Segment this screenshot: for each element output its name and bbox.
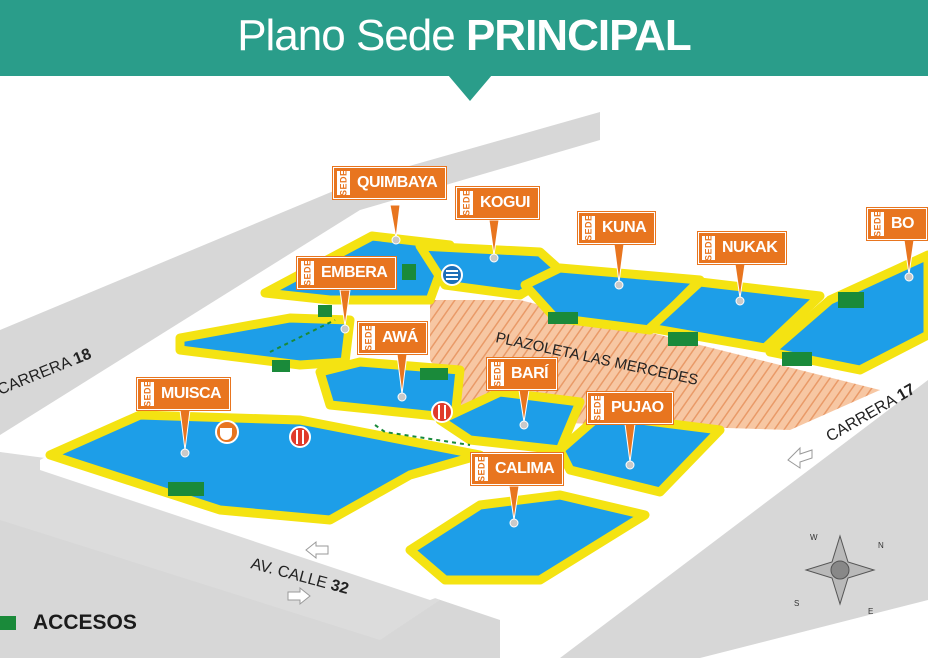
flag-prefix: SEDE xyxy=(702,234,715,262)
access-swatch xyxy=(0,616,16,630)
flag-muisca[interactable]: SEDE MUISCA xyxy=(137,378,231,410)
compass-rose-icon: N W S E xyxy=(794,533,884,616)
block-muisca xyxy=(45,410,485,525)
flag-pujao[interactable]: SEDE PUJAO xyxy=(587,392,673,424)
flag-embera[interactable]: SEDE EMBERA xyxy=(297,257,397,289)
access-point xyxy=(402,264,416,280)
restaurant-icon xyxy=(431,401,453,423)
pin-kuna xyxy=(613,243,625,283)
flag-prefix: SEDE xyxy=(460,189,473,217)
flag-name: AWÁ xyxy=(382,329,418,346)
access-point xyxy=(168,482,204,496)
flag-name: BARÍ xyxy=(511,365,549,382)
restaurant-icon xyxy=(289,426,311,448)
pin-quimbaya xyxy=(389,204,401,239)
access-point xyxy=(548,312,578,324)
block-nukak xyxy=(645,277,825,353)
street-av-calle-32-b xyxy=(0,452,440,640)
flag-prefix: SEDE xyxy=(301,259,314,287)
cafeteria-icon xyxy=(215,420,239,444)
access-points xyxy=(168,264,864,496)
library-icon xyxy=(441,264,463,286)
flag-bo[interactable]: SEDE BO xyxy=(867,208,927,240)
flag-name: BO xyxy=(891,215,915,232)
flag-prefix: SEDE xyxy=(491,360,504,388)
compass-e: E xyxy=(868,607,873,616)
flag-prefix: SEDE xyxy=(337,169,350,197)
legend-label: ACCESOS xyxy=(33,611,137,634)
pin-pujao xyxy=(624,423,636,463)
title-regular: Plano Sede xyxy=(237,11,456,60)
pin-embera xyxy=(339,289,351,327)
compass-w: W xyxy=(810,533,818,542)
flag-prefix: SEDE xyxy=(362,324,375,352)
flag-name: KOGUI xyxy=(480,194,530,211)
access-point xyxy=(838,292,864,308)
flag-calima[interactable]: SEDE CALIMA xyxy=(471,453,564,485)
flag-bari[interactable]: SEDE BARÍ xyxy=(487,358,558,390)
flag-prefix: SEDE xyxy=(475,455,488,483)
flag-quimbaya[interactable]: SEDE QUIMBAYA xyxy=(333,167,447,199)
flag-name: MUISCA xyxy=(161,385,222,402)
access-point xyxy=(782,352,812,366)
flag-prefix: SEDE xyxy=(582,214,595,242)
title-bold: PRINCIPAL xyxy=(465,11,692,60)
flag-name: CALIMA xyxy=(495,460,555,477)
flag-kuna[interactable]: SEDE KUNA xyxy=(578,212,656,244)
flag-kogui[interactable]: SEDE KOGUI xyxy=(456,187,539,219)
page-title: Plano Sede PRINCIPAL xyxy=(0,8,928,64)
block-bari xyxy=(435,387,585,455)
block-calima xyxy=(405,490,650,585)
flag-pins xyxy=(179,204,915,528)
flag-prefix: SEDE xyxy=(871,210,884,238)
access-point xyxy=(420,368,448,380)
pin-bari xyxy=(518,389,530,423)
flag-prefix: SEDE xyxy=(591,394,604,422)
header-banner xyxy=(0,0,928,76)
flag-prefix: SEDE xyxy=(141,380,154,408)
street-carrera-18 xyxy=(0,112,600,435)
block-bo xyxy=(765,250,928,375)
flag-name: NUKAK xyxy=(722,239,778,256)
flag-name: PUJAO xyxy=(611,399,664,416)
flag-nukak[interactable]: SEDE NUKAK xyxy=(698,232,787,264)
header-notch xyxy=(448,75,492,101)
pin-awa xyxy=(396,353,408,395)
flag-name: EMBERA xyxy=(321,264,388,281)
pin-nukak xyxy=(734,263,746,299)
pin-calima xyxy=(508,485,520,521)
legend: ACCESOS xyxy=(0,611,137,635)
flag-name: KUNA xyxy=(602,219,647,236)
compass-n: N xyxy=(878,541,884,550)
access-point xyxy=(668,332,698,346)
pin-muisca xyxy=(179,409,191,451)
access-point xyxy=(272,360,290,372)
flag-name: QUIMBAYA xyxy=(357,174,438,191)
compass-s: S xyxy=(794,599,799,608)
flag-awa[interactable]: SEDE AWÁ xyxy=(358,322,427,354)
direction-arrow-icon xyxy=(287,446,813,606)
pin-kogui xyxy=(488,219,500,256)
pin-bo xyxy=(903,239,915,275)
access-point xyxy=(318,305,332,317)
block-embera xyxy=(175,313,355,370)
